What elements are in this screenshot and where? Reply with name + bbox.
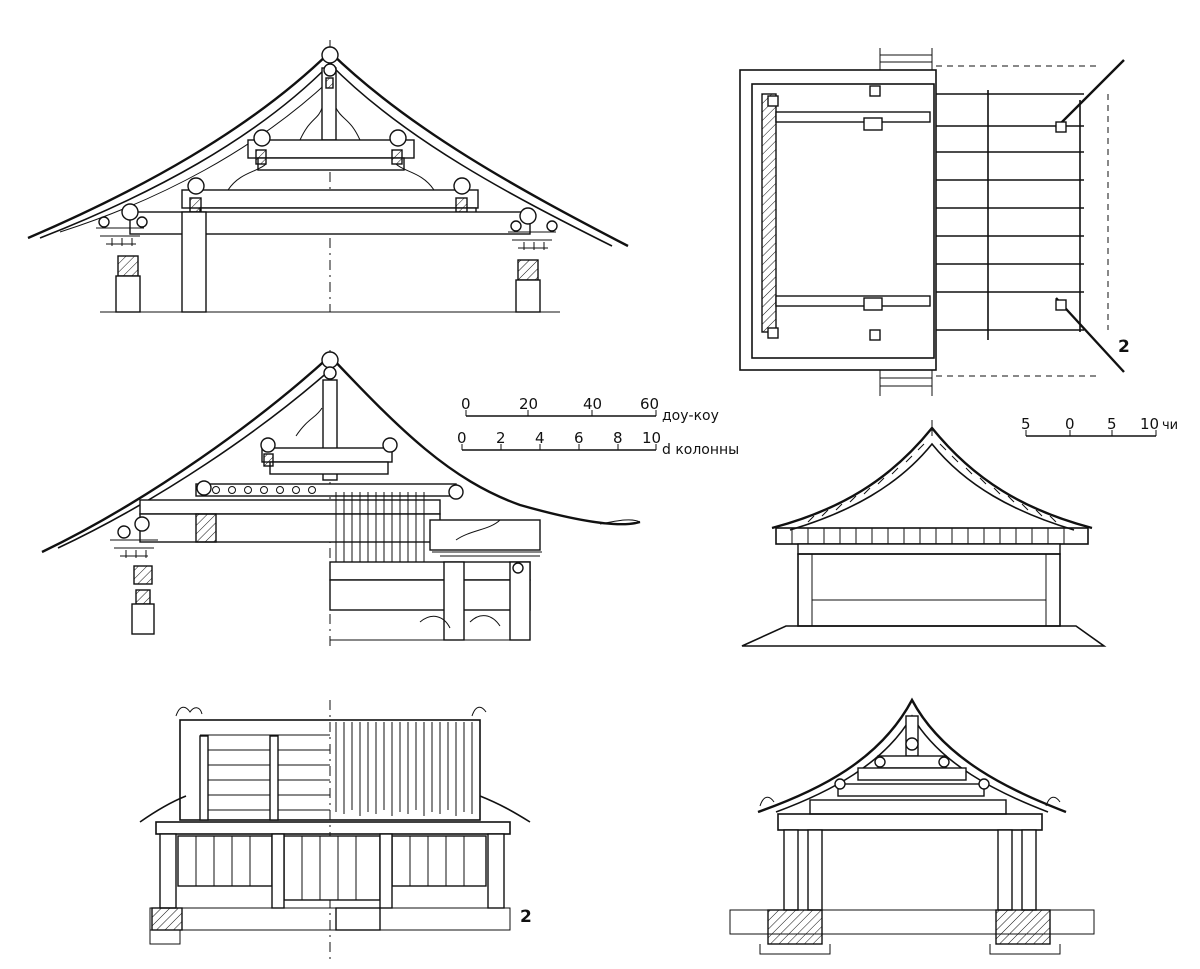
scale-chi-tick-10: 10 (1140, 415, 1159, 433)
scale-chi: 5 0 5 10 чи (1021, 415, 1178, 437)
scale-columns-tick-2: 2 (496, 429, 506, 447)
roof-section-top (27, 40, 629, 313)
scale-chi-tick-5a: 5 (1021, 415, 1031, 433)
plan-label: 2 (1118, 337, 1130, 357)
scale-doukou: 0 20 40 60 доу-коу (461, 395, 719, 424)
scale-columns-tick-6: 6 (574, 429, 584, 447)
roof-section-middle (41, 350, 641, 650)
scale-columns: 0 2 4 6 8 10 d колонны (457, 429, 739, 458)
scale-chi-tick-0: 0 (1065, 415, 1075, 433)
scale-doukou-tick-40: 40 (583, 395, 602, 413)
pavilion-elevation (741, 420, 1107, 647)
scale-columns-tick-10: 10 (642, 429, 661, 447)
scale-columns-tick-4: 4 (535, 429, 545, 447)
scale-chi-unit: чи (1162, 418, 1178, 433)
scale-columns-tick-8: 8 (613, 429, 623, 447)
scale-doukou-tick-60: 60 (640, 395, 659, 413)
floor-plan: 2 (739, 48, 1130, 396)
hall-elevation: 2 (139, 700, 532, 960)
scale-doukou-tick-20: 20 (519, 395, 538, 413)
elevation-label: 2 (520, 907, 532, 927)
scale-columns-unit: d колонны (662, 442, 739, 458)
scale-doukou-tick-0: 0 (461, 395, 471, 413)
scale-doukou-unit: доу-коу (662, 408, 719, 424)
pavilion-section (729, 697, 1095, 955)
scale-columns-tick-0: 0 (457, 429, 467, 447)
scale-chi-tick-5b: 5 (1107, 415, 1117, 433)
